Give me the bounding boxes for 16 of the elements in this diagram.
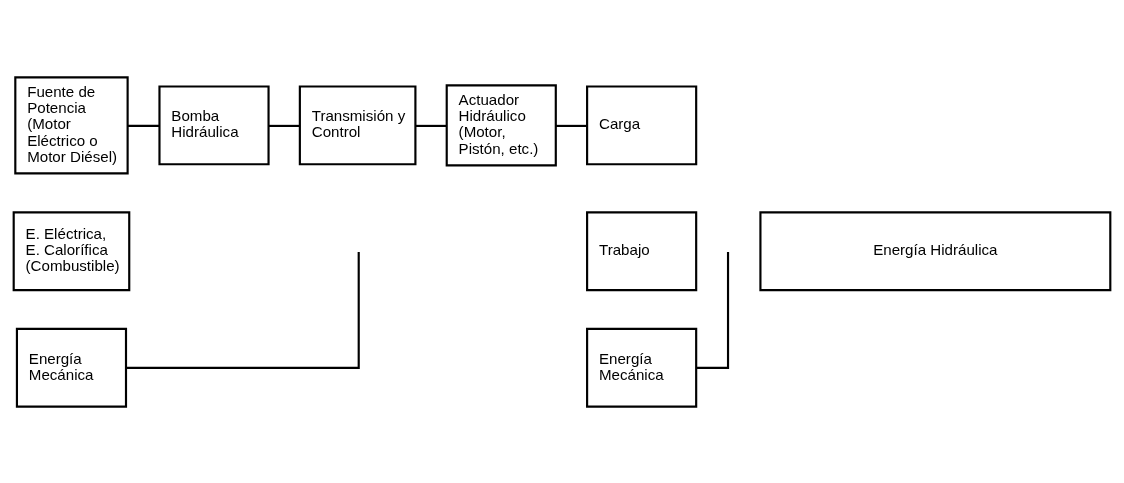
connector [127, 124, 159, 127]
node-box: Actuador Hidráulico (Motor, Pistón, etc.) [445, 83, 557, 166]
node-box: Bomba Hidráulica [158, 84, 270, 165]
node-box: Energía Hidráulica [759, 210, 1112, 291]
node-box: Energía Mecánica [586, 327, 698, 408]
node-box: Carga [586, 84, 698, 165]
node-box: Trabajo [586, 210, 698, 291]
node-box: Energía Mecánica [15, 327, 128, 408]
connector [268, 124, 300, 127]
connector [555, 124, 587, 127]
connector [696, 251, 730, 369]
node-box: Transmisión y Control [298, 84, 417, 165]
connector [126, 251, 360, 369]
connector [415, 124, 447, 127]
node-box: Fuente de Potencia (Motor Eléctrico o Motor Diésel) [14, 75, 129, 174]
node-box: E. Eléctrica, E. Calorífica (Combustible) [12, 210, 131, 291]
